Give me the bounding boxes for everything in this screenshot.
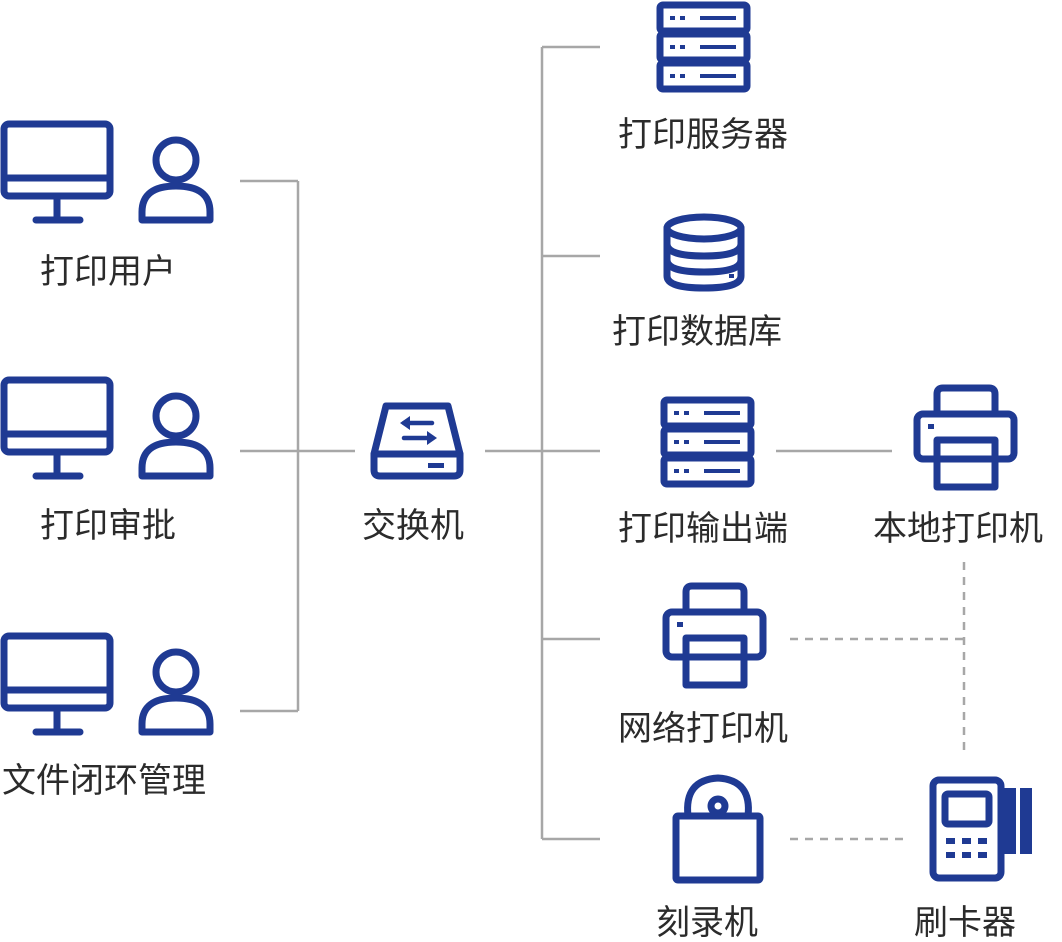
monitor-icon: [0, 632, 114, 736]
label-print-approval: 打印审批: [40, 506, 176, 546]
node-network-printer: 网络打印机: [618, 582, 788, 749]
node-print-user: 打印用户: [0, 120, 214, 292]
label-print-server: 打印服务器: [618, 115, 788, 155]
server-icon: [660, 396, 755, 488]
label-burner: 刻录机: [656, 903, 758, 942]
label-card-reader: 刷卡器: [914, 903, 1016, 942]
server-icon: [656, 1, 751, 93]
node-print-approval: 打印审批: [0, 376, 214, 546]
monitor-icon: [0, 376, 114, 480]
node-card-reader: 刷卡器: [914, 776, 1032, 942]
switch-icon: [370, 402, 464, 480]
label-print-database: 打印数据库: [612, 312, 782, 352]
label-network-printer: 网络打印机: [618, 709, 788, 749]
node-print-output: 打印输出端: [618, 396, 788, 549]
node-doc-loop-mgmt: 文件闭环管理: [0, 632, 214, 801]
disc-burner-icon: [672, 774, 764, 884]
node-print-database: 打印数据库: [612, 213, 782, 352]
card-reader-icon: [929, 776, 1032, 882]
label-local-printer: 本地打印机: [873, 509, 1043, 549]
label-print-output: 打印输出端: [618, 509, 788, 549]
database-icon: [663, 213, 745, 292]
user-icon: [138, 136, 214, 224]
node-burner: 刻录机: [656, 774, 764, 942]
node-print-server: 打印服务器: [618, 1, 788, 155]
node-local-printer: 本地打印机: [873, 384, 1043, 549]
user-icon: [138, 648, 214, 736]
label-switch: 交换机: [362, 506, 464, 546]
label-doc-loop-mgmt: 文件闭环管理: [2, 761, 206, 801]
node-switch: 交换机: [362, 402, 464, 546]
monitor-icon: [0, 120, 114, 224]
printer-icon: [662, 582, 767, 689]
label-print-user: 打印用户: [40, 252, 176, 292]
connectors: [240, 45, 966, 841]
user-icon: [138, 392, 214, 480]
printer-icon: [913, 384, 1018, 491]
